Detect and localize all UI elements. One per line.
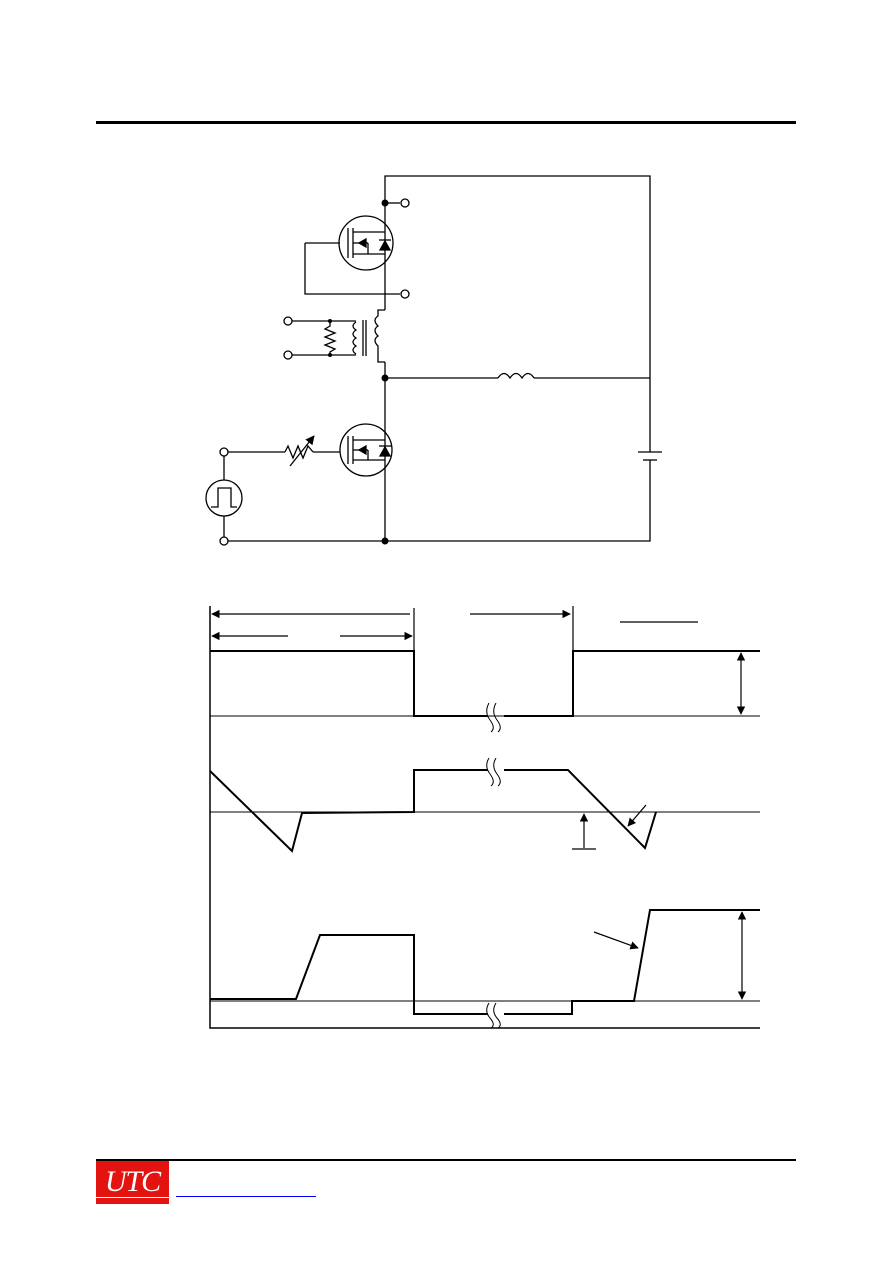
test-circuit [205,175,662,546]
gate-voltage-waveform [210,650,760,733]
drain-voltage-waveform [210,909,760,1029]
header-rule [96,121,796,124]
diode-icon [378,445,392,457]
variable-resistor-icon [284,435,315,467]
mosfet-icon [339,423,393,477]
diode-icon [378,239,392,251]
dimension-arrow-icon [211,606,698,650]
drain-current-waveform [209,757,760,853]
waveform-frame [209,606,760,1029]
battery-icon [638,451,662,461]
footer-rule [96,1159,796,1161]
dimension-arrow-icon [593,931,639,950]
break-mark-icon [486,1002,501,1029]
website-link[interactable] [176,1196,316,1197]
circuit-wires [223,175,651,542]
transformer-icon [352,309,385,363]
pulse-generator-icon [205,479,243,517]
terminal-icon [219,198,410,546]
break-mark-icon [486,757,501,787]
junction-dot-icon [328,199,389,545]
inductor-icon [497,372,535,380]
break-mark-icon [486,702,501,733]
waveform-diagram [209,606,760,1029]
dimension-arrow-icon [627,804,647,827]
utc-logo-underline [96,1197,169,1198]
resistor-icon [288,320,356,356]
utc-logo-text: UTC [104,1165,161,1198]
utc-logo: UTC [96,1161,169,1204]
